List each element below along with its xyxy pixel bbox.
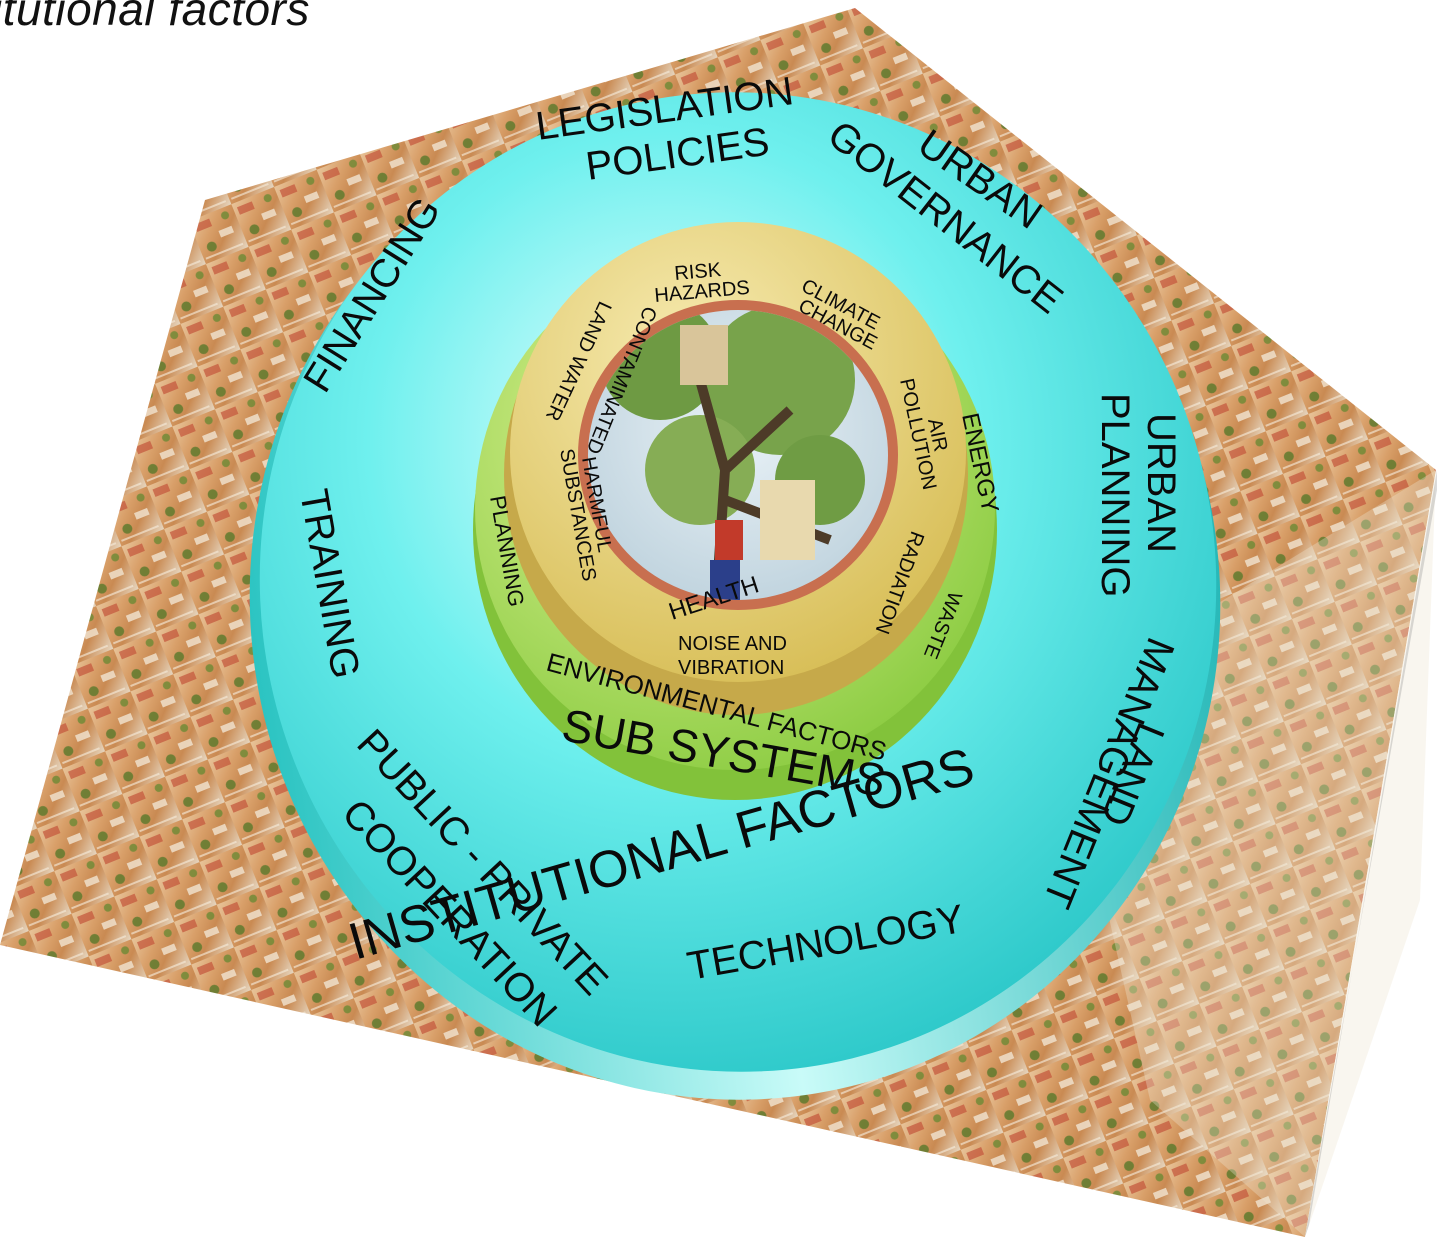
label-vibration: VIBRATION — [678, 657, 784, 679]
label-urban-planning-2: PLANNING — [1093, 393, 1137, 598]
label-urban-planning-1: URBAN — [1139, 413, 1183, 553]
label-noise: NOISE AND — [678, 633, 787, 655]
caption-title: itutional factors — [0, 0, 310, 35]
label-risk: RISK — [674, 259, 723, 285]
